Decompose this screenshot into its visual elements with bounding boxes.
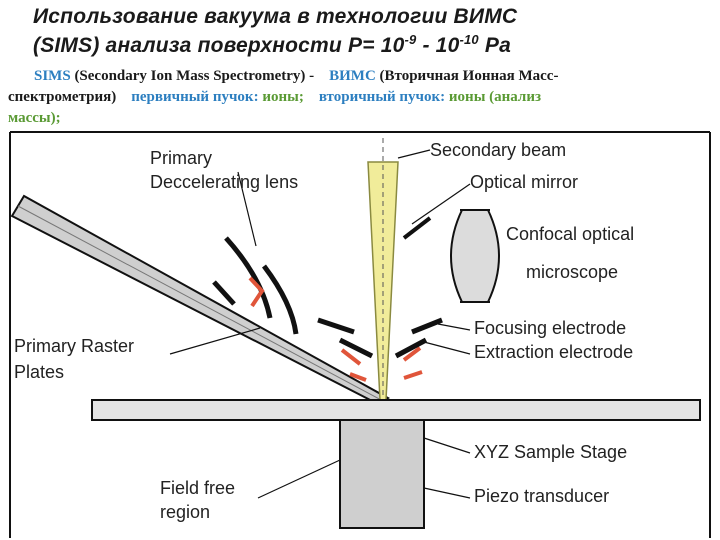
ion-mark-5: [403, 370, 423, 380]
label-raster-1: Primary Raster: [14, 336, 134, 356]
secondary-beam-value: ионы (анализ: [448, 89, 542, 105]
label-secondary-beam: Secondary beam: [430, 140, 566, 160]
sample-plate: [91, 399, 701, 421]
vims-cont: спектрометрия): [8, 89, 117, 105]
decel-lens-outer: [262, 264, 299, 335]
ion-mark-4: [402, 346, 422, 362]
confocal-lens: [450, 209, 500, 303]
ion-mark-1: [248, 276, 265, 308]
label-confocal-2: microscope: [526, 262, 618, 282]
focusing-electrode-right: [411, 317, 443, 335]
label-decel-lens: Deccelerating lens: [150, 172, 298, 192]
primary-beam-axis: [17, 205, 384, 402]
leader-secondary-beam: [397, 149, 431, 159]
description-line-3: массы);: [8, 108, 714, 129]
label-field-free-2: region: [160, 502, 210, 522]
primary-beam-label: первичный пучок:: [131, 89, 259, 105]
title-line-2: (SIMS) анализа поверхности P= 10-9 - 10-…: [33, 31, 713, 60]
label-raster-2: Plates: [14, 362, 64, 382]
leader-xyz-stage: [423, 437, 471, 454]
title-line-1: Использование вакуума в технологии ВИМС: [33, 5, 518, 28]
label-confocal-1: Confocal optical: [506, 224, 634, 244]
decel-lens-inner: [212, 280, 236, 306]
title-line-2-start: (SIMS) анализа поверхности P= 10: [33, 34, 405, 57]
extraction-electrode-right: [394, 337, 428, 359]
description-line-2: спектрометрия) первичный пучок: ионы; вт…: [8, 87, 714, 108]
primary-beam-value: ионы;: [262, 89, 304, 105]
label-focusing: Focusing electrode: [474, 318, 626, 338]
label-xyz-stage: XYZ Sample Stage: [474, 442, 627, 462]
secondary-beam-label: вторичный пучок:: [318, 89, 446, 105]
focusing-electrode-left: [317, 317, 355, 335]
optical-mirror: [402, 216, 432, 240]
leader-focusing: [437, 323, 471, 331]
exponent-1: -9: [404, 32, 417, 47]
ion-mark-2: [340, 348, 362, 366]
title-line-2-end: Pa: [478, 34, 511, 57]
xyz-stage-block: [339, 419, 425, 529]
label-extraction: Extraction electrode: [474, 342, 633, 362]
sims-diagram: Primary Deccelerating lens Secondary bea…: [9, 131, 711, 538]
secondary-beam-cont: массы);: [8, 110, 61, 126]
leader-optical-mirror: [411, 183, 471, 225]
sims-full: (Secondary Ion Mass Spectrometry) -: [70, 68, 315, 84]
exponent-2: -10: [459, 32, 479, 47]
description-line-1: SIMS (Secondary Ion Mass Spectrometry) -…: [8, 66, 714, 87]
vims-full: (Вторичная Ионная Масс-: [375, 68, 559, 84]
decel-lens-upper: [224, 236, 273, 319]
primary-ion-column: [10, 194, 390, 406]
leader-decel-lens: [237, 171, 257, 247]
description: SIMS (Secondary Ion Mass Spectrometry) -…: [8, 66, 714, 129]
leader-piezo: [423, 487, 471, 499]
leader-extraction: [423, 341, 471, 355]
label-field-free-1: Field free: [160, 478, 235, 498]
label-piezo: Piezo transducer: [474, 486, 609, 506]
ion-mark-3: [349, 372, 367, 382]
label-primary: Primary: [150, 148, 212, 168]
title-line-2-mid: - 10: [416, 34, 460, 57]
leader-field-free: [257, 459, 341, 499]
label-optical-mirror: Optical mirror: [470, 172, 578, 192]
extraction-electrode-left: [338, 337, 374, 359]
vims-abbr: ВИМС: [329, 68, 376, 84]
leader-raster-plates: [169, 327, 261, 355]
sims-abbr: SIMS: [34, 68, 71, 84]
page-title: Использование вакуума в технологии ВИМС …: [33, 2, 713, 60]
